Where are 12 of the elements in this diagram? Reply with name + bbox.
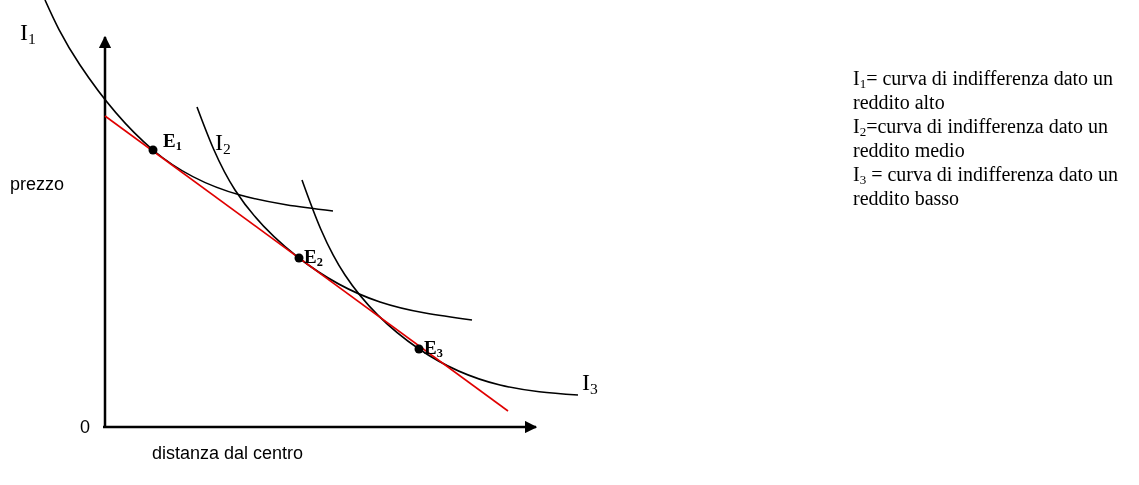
- curve-label: I$_{3}$: [582, 370, 598, 394]
- origin-label: 0: [80, 418, 90, 436]
- legend-note: I$_{3}$ = curva di indifferenza dato un reddito basso: [853, 162, 1120, 210]
- point-label: E$_{2}$: [304, 247, 323, 266]
- axis-label: distanza dal centro: [152, 444, 304, 462]
- point-label: E$_{1}$: [163, 131, 182, 150]
- point-label: E$_{3}$: [424, 338, 443, 357]
- axis-label: prezzo: [10, 175, 65, 193]
- curve-label: I$_{2}$: [215, 130, 231, 154]
- legend-note: I$_{2}$=curva di indifferenza dato un reddito medio: [853, 114, 1110, 162]
- curve-label: I$_{1}$: [20, 20, 36, 44]
- legend-note: I$_{1}$= curva di indifferenza dato un reddito alto: [853, 66, 1115, 114]
